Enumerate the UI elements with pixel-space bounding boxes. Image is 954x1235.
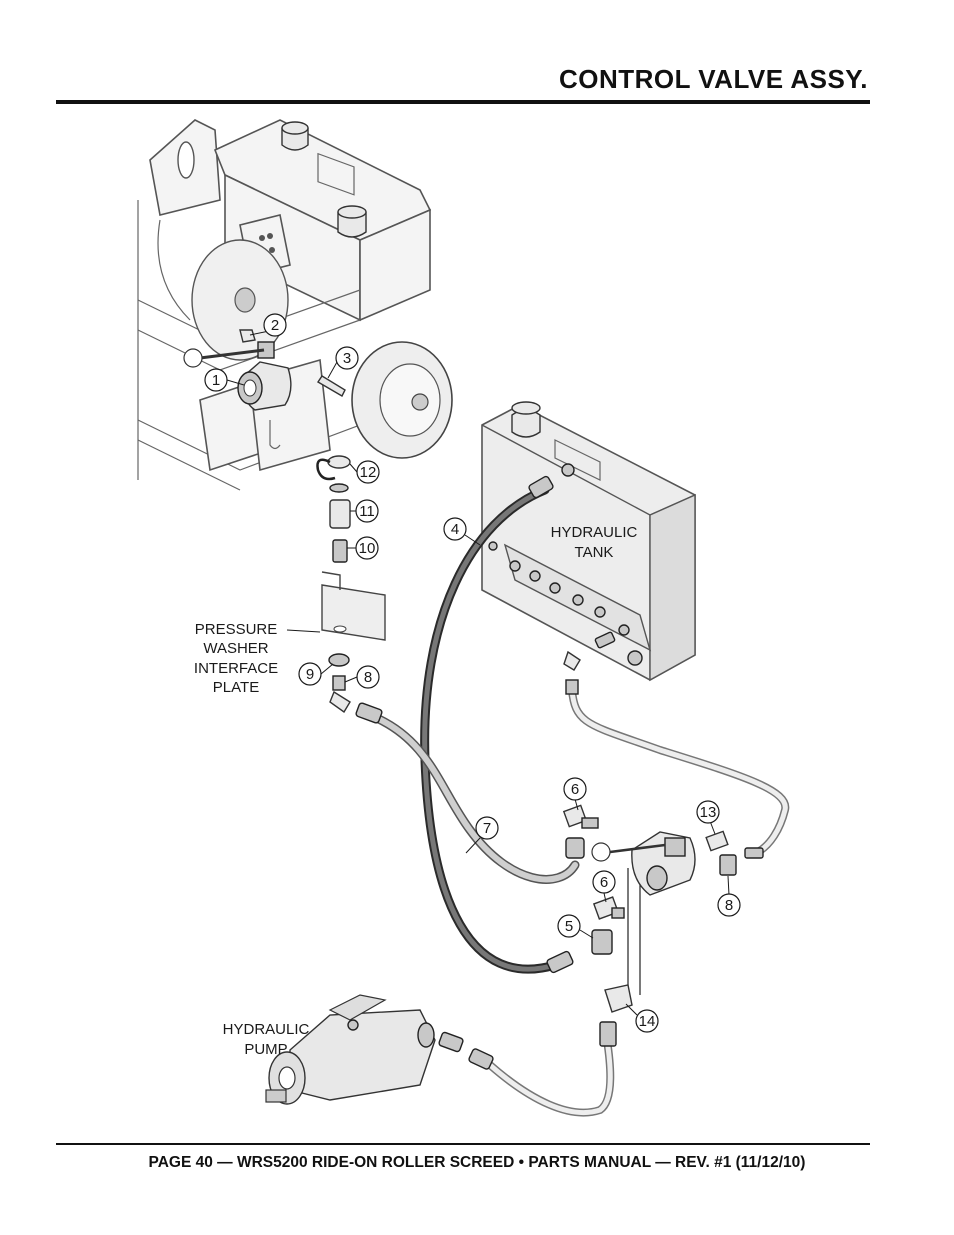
label-pressure-plate-1: PRESSURE xyxy=(195,621,278,638)
callout-5 xyxy=(557,914,581,938)
callout-8b-label: 8 xyxy=(725,897,733,914)
callout-2 xyxy=(263,313,287,337)
callout-14 xyxy=(635,1009,659,1033)
callout-8a xyxy=(356,665,380,689)
label-pressure-plate-4: PLATE xyxy=(213,679,259,696)
hoses xyxy=(367,485,790,1117)
hydraulic-tank xyxy=(481,401,696,682)
callout-7-label: 7 xyxy=(483,820,491,837)
label-pressure-plate-2: WASHER xyxy=(203,640,268,657)
label-hydraulic-pump-1: HYDRAULIC xyxy=(223,1021,310,1038)
page-title: CONTROL VALVE ASSY. xyxy=(558,64,868,94)
page-footer: PAGE 40 — WRS5200 RIDE-ON ROLLER SCREED … xyxy=(148,1154,806,1171)
callout-9 xyxy=(298,662,322,686)
callout-14-label: 14 xyxy=(639,1013,656,1030)
control-valve-upper xyxy=(183,329,346,411)
callout-12 xyxy=(356,460,380,484)
callout-6a xyxy=(563,777,587,801)
label-pressure-plate-3: INTERFACE xyxy=(194,660,278,677)
callout-5-label: 5 xyxy=(565,918,573,935)
callout-2-label: 2 xyxy=(271,317,279,334)
callout-6b xyxy=(592,870,616,894)
footer-rule xyxy=(56,1143,870,1145)
callout-13 xyxy=(696,800,720,824)
callout-8a-label: 8 xyxy=(364,669,372,686)
callout-10 xyxy=(355,536,379,560)
callout-4 xyxy=(443,517,467,541)
callout-10-label: 10 xyxy=(359,540,376,557)
machine-frame xyxy=(137,119,453,491)
callout-3 xyxy=(335,346,359,370)
callout-6b-label: 6 xyxy=(600,874,608,891)
label-hydraulic-tank-2: TANK xyxy=(575,544,614,561)
callout-3-label: 3 xyxy=(343,350,351,367)
header-rule xyxy=(56,100,870,104)
label-hydraulic-pump-2: PUMP xyxy=(244,1041,287,1058)
callout-13-label: 13 xyxy=(700,804,717,821)
callout-9-label: 9 xyxy=(306,666,314,683)
fittings xyxy=(316,455,764,1047)
callout-4-label: 4 xyxy=(451,521,459,538)
callout-7 xyxy=(475,816,499,840)
callout-6a-label: 6 xyxy=(571,781,579,798)
hydraulic-pump xyxy=(265,994,494,1105)
callout-1-label: 1 xyxy=(212,372,220,389)
label-hydraulic-tank-1: HYDRAULIC xyxy=(551,524,638,541)
callout-11-label: 11 xyxy=(359,503,375,520)
callout-8b xyxy=(717,893,741,917)
callouts: 2 3 1 12 11 10 9 8 4 7 6 6 xyxy=(204,313,741,1033)
callout-11 xyxy=(355,499,379,523)
callout-1 xyxy=(204,368,228,392)
text-labels: HYDRAULIC TANK PRESSURE WASHER INTERFACE… xyxy=(194,524,638,1058)
callout-12-label: 12 xyxy=(360,464,377,481)
